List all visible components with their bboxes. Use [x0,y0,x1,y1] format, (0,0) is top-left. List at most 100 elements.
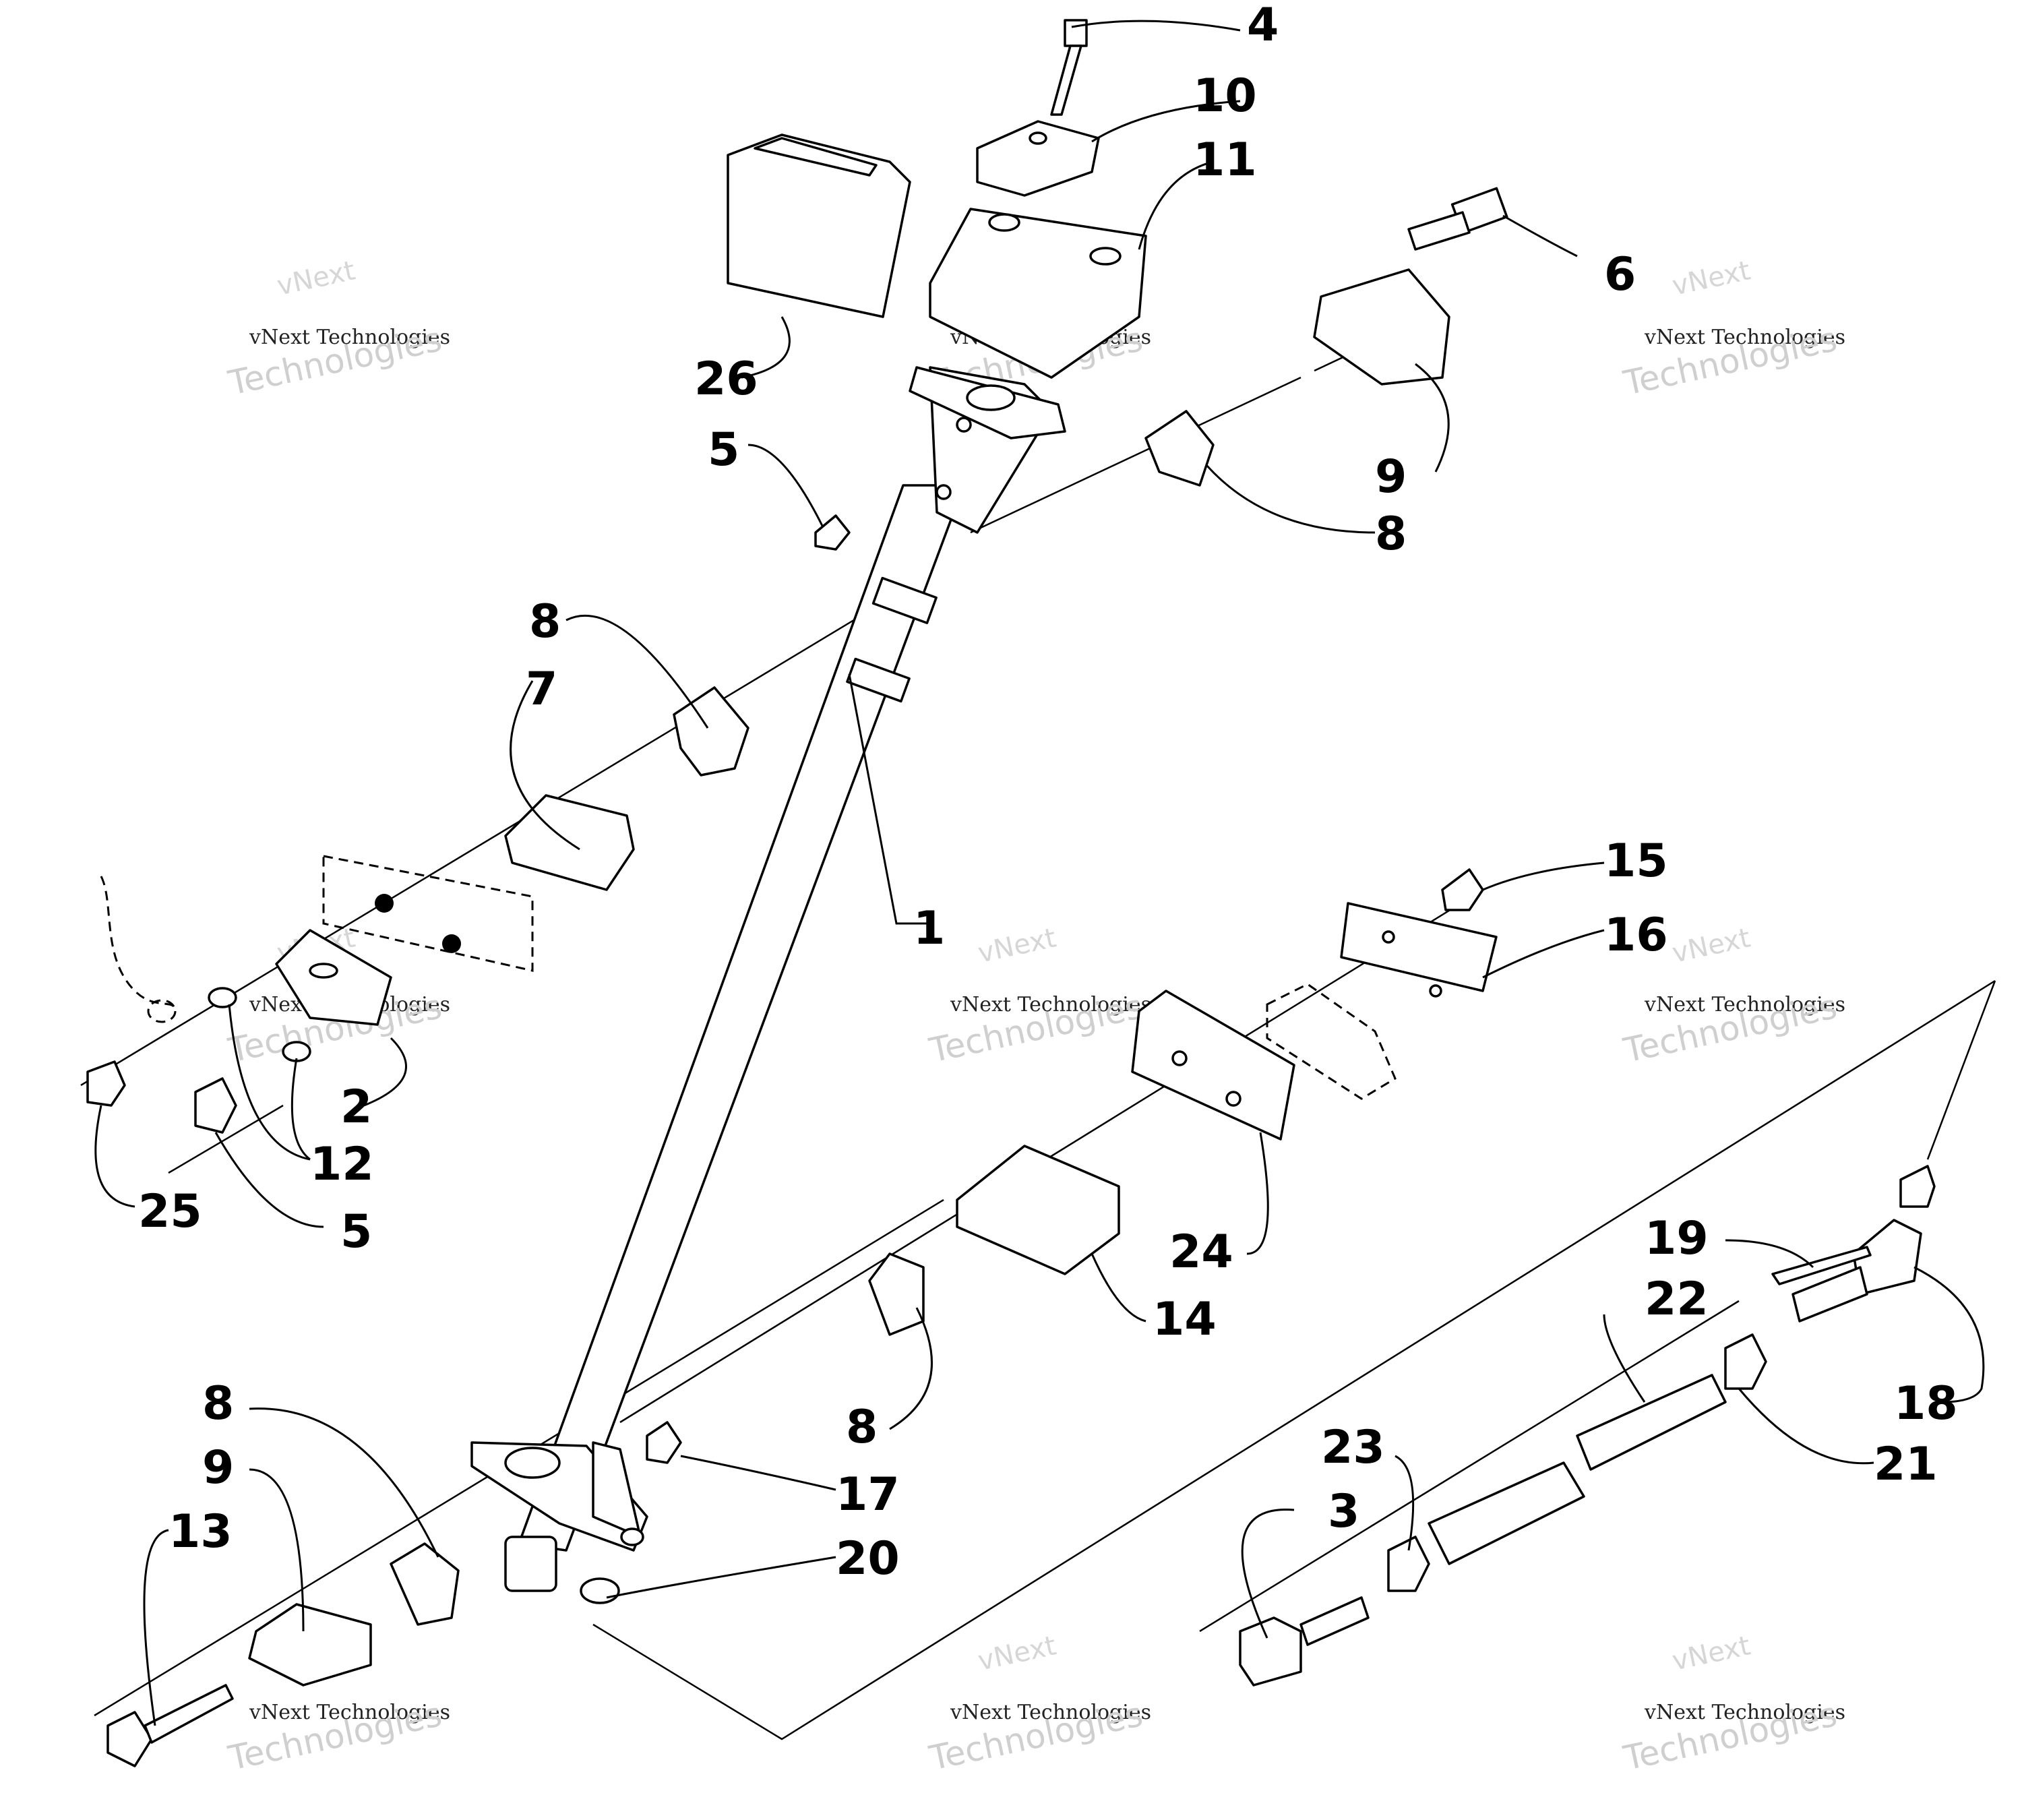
axis-line-bottom-frame [592,979,1996,1740]
tie-rod-sleeve [1576,1374,1727,1471]
callout-25: 25 [138,1185,202,1238]
callout-12: 12 [310,1138,374,1191]
callout-19: 19 [1645,1212,1709,1265]
washer [580,1577,620,1604]
watermark-brand: vNext [975,1630,1059,1676]
tie-rod-end-thread [1791,1266,1868,1323]
bolt-head [106,1711,153,1767]
callout-23: 23 [1321,1421,1385,1474]
watermark: vNext vNext Technologies Technologies [1620,1630,1845,1778]
nut [1441,868,1484,911]
left-side-parts [86,686,749,1134]
axis-line-lower-left-nut [168,1104,284,1174]
nut [194,1077,237,1134]
steering-post [470,366,1066,1592]
callout-3: 3 [1328,1485,1359,1538]
callout-8-lower-left: 8 [202,1377,234,1430]
callout-10: 10 [1193,69,1257,123]
watermarks: vNext vNext Technologies Technologies vN… [224,255,1845,1778]
cable-clip [147,999,177,1023]
cotter-pin [1771,1246,1872,1285]
leader-line-23 [1395,1455,1415,1551]
leader-line-20 [606,1556,836,1599]
leader-line-18 [1913,1266,1985,1403]
bolt-hole [620,1527,644,1546]
bushing [1144,410,1215,487]
bolt-hole [1089,247,1122,266]
leader-line-4 [1071,20,1241,32]
leader-line-21 [1738,1388,1874,1465]
tie-rod-end-thread [1299,1596,1370,1646]
watermark-line: vNext Technologies [249,326,450,349]
plate-slot [309,963,338,979]
callout-18: 18 [1894,1377,1958,1430]
callout-17: 17 [836,1468,900,1521]
watermark-brand: vNext [1669,255,1753,301]
jam-nut [1724,1333,1767,1390]
clamp-block [1313,268,1450,386]
lower-left-parts [106,1421,682,1767]
leader-line-26 [741,316,791,379]
nut [646,1421,682,1464]
leader-line-9b [249,1468,305,1632]
watermark-line: vNext Technologies [1644,326,1845,349]
callout-16: 16 [1604,909,1668,962]
bushing [390,1542,460,1626]
leader-line-5a [747,444,824,526]
bolt-hole [1382,930,1395,944]
callout-4: 4 [1247,0,1279,52]
bolt-hole [966,384,1016,411]
callout-13: 13 [168,1505,233,1558]
plate [1340,902,1498,992]
bolt-hole [988,213,1020,232]
washer [282,1041,311,1062]
watermark-line: vNext Technologies [1644,993,1845,1017]
bolt-hole [956,417,972,433]
watermark: vNext vNext Technologies Technologies [925,922,1151,1070]
callout-8-left-upper: 8 [529,595,561,648]
watermark-line: vNext Technologies [950,993,1151,1017]
washer [208,987,237,1008]
bolt-shank [144,1684,234,1744]
leader-line-8b [565,614,709,729]
leader-lines [94,20,1985,1726]
bolt-hole [1225,1091,1242,1107]
callout-20: 20 [836,1532,900,1585]
callout-14: 14 [1153,1293,1217,1346]
watermark: vNext vNext Technologies Technologies [224,255,450,402]
leader-line-2 [363,1037,407,1107]
leader-line-11 [1138,160,1214,250]
plate [1131,990,1295,1141]
callout-9-upper: 9 [1375,450,1407,504]
callout-2: 2 [340,1081,372,1134]
leader-line-14 [1091,1253,1146,1323]
handlebar-pad-opening [754,137,878,177]
bolt-hole [1171,1050,1188,1066]
leader-line-25 [94,1105,135,1208]
leader-line-9a [1415,363,1450,473]
leader-line-5b [214,1132,324,1228]
callout-24: 24 [1169,1225,1233,1279]
bolt-shank [1407,211,1471,251]
cable-routing [100,876,177,1012]
frame-bracket [1266,983,1397,1100]
frame-hole [375,894,394,913]
tie-rod-parts [1239,1165,1936,1687]
callout-6: 6 [1604,248,1636,301]
watermark: vNext vNext Technologies Technologies [1620,255,1845,402]
leader-line-6 [1502,214,1578,257]
tie-rod [1428,1461,1585,1565]
leader-line-3 [1241,1509,1295,1639]
callout-22: 22 [1645,1273,1709,1326]
callout-26: 26 [694,353,758,406]
callout-7: 7 [526,663,557,716]
watermark-brand: vNext [1669,922,1753,969]
callout-11: 11 [1193,133,1257,187]
steering-shaft [518,484,965,1552]
leader-line-1 [848,673,930,925]
leader-line-22 [1603,1314,1646,1403]
leader-line-12b [290,1058,311,1161]
watermark-brand: vNext [975,922,1059,969]
frame-member [322,855,534,972]
